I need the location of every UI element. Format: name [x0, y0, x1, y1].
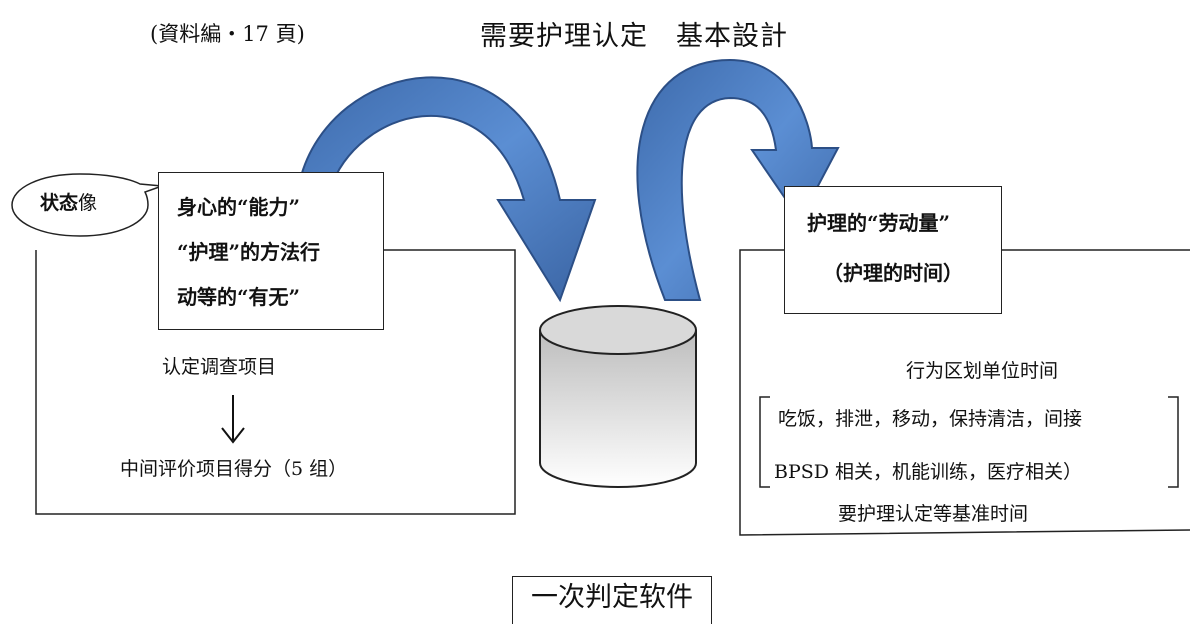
acts-line-1: 吃饭，排泄，移动，保持清洁，间接 — [778, 408, 1083, 430]
curved-arrow-left — [298, 76, 597, 303]
left-frame-line — [35, 249, 516, 515]
ability-line: “护理”的方法行 — [177, 240, 321, 264]
labor-line-2: （护理的时间） — [823, 261, 963, 285]
mid-score-label: 中间评价项目得分（5 组） — [120, 458, 348, 480]
state-image-label-bold: 状态 — [40, 192, 79, 214]
ability-line: 身心的“能力” — [177, 195, 301, 219]
labor-line-1: 护理的“劳动量” — [807, 211, 951, 235]
standard-time-label: 要护理认定等基准时间 — [838, 503, 1029, 525]
state-image-label: 状态像 — [40, 188, 97, 215]
ability-box: 身心的“能力” “护理”的方法行 动等的“有无” — [158, 172, 384, 330]
labor-box: 护理的“劳动量” （护理的时间） — [784, 186, 1002, 314]
diagram-title: 需要护理认定 基本設計 — [480, 21, 788, 52]
ability-line: 动等的“有无” — [177, 285, 301, 309]
survey-items-label: 认定调查项目 — [162, 356, 277, 378]
source-reference: (資料編・17 頁) — [150, 22, 305, 46]
speech-bubble-shape — [11, 173, 163, 237]
right-frame-line — [739, 249, 1190, 536]
state-image-label-rest: 像 — [78, 192, 98, 214]
down-arrow-head — [221, 427, 245, 444]
acts-line-2: BPSD 相关，机能训练，医疗相关） — [774, 461, 1083, 483]
database-cylinder-top — [539, 305, 697, 355]
unit-time-label: 行为区划单位时间 — [906, 360, 1059, 382]
curved-arrow-right — [636, 58, 840, 301]
database-cylinder-body — [539, 330, 697, 488]
bracket-right — [1168, 396, 1179, 488]
software-label: 一次判定软件 — [512, 576, 712, 624]
bracket-left — [759, 396, 770, 488]
